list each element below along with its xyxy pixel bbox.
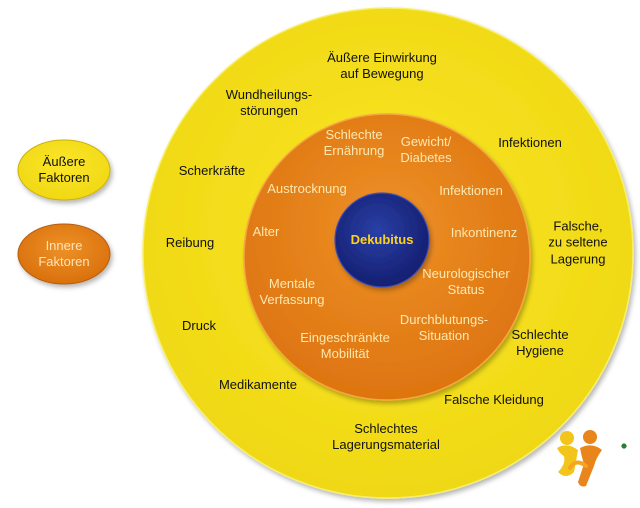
- outer-factor-lagerungsmaterial: Schlechtes Lagerungsmaterial: [332, 420, 440, 452]
- core-circle: [334, 192, 430, 288]
- outer-factor-infektionen: Infektionen: [498, 134, 562, 150]
- inner-factor-mobilitaet: Eingeschränkte Mobilität: [300, 329, 390, 361]
- legend-external-shape: [17, 139, 111, 201]
- legend-external-label: Äußere Faktoren: [38, 153, 90, 185]
- legend-internal-label: Innere Faktoren: [38, 237, 90, 269]
- outer-factor-hygiene: Schlechte Hygiene: [511, 326, 569, 358]
- people-logo-icon: [557, 430, 627, 487]
- inner-factor-alter: Alter: [252, 223, 280, 239]
- center-label-dekubitus: Dekubitus: [350, 231, 414, 247]
- inner-factor-gewicht-diabetes: Gewicht/ Diabetes: [400, 133, 452, 165]
- outer-factor-reibung: Reibung: [165, 234, 215, 250]
- inner-factor-ernaehrung: Schlechte Ernährung: [323, 126, 385, 158]
- outer-factor-scherkraefte: Scherkräfte: [178, 162, 246, 178]
- inner-factor-inkontinenz: Inkontinenz: [450, 224, 518, 240]
- legend-internal-shape: [17, 223, 111, 285]
- inner-factor-neurologischer-status: Neurologischer Status: [422, 265, 510, 297]
- inner-factor-infektionen: Infektionen: [439, 182, 503, 198]
- inner-factor-mentale-verfassung: Mentale Verfassung: [259, 275, 325, 307]
- outer-factor-medikamente: Medikamente: [218, 376, 298, 392]
- inner-factor-durchblutung: Durchblutungs- Situation: [399, 311, 489, 343]
- outer-factor-wundheilung: Wundheilungs- störungen: [225, 86, 313, 118]
- outer-factor-lagerung: Falsche, zu seltene Lagerung: [548, 218, 608, 267]
- outer-factor-einwirkung: Äußere Einwirkung auf Bewegung: [327, 49, 437, 81]
- outer-factor-druck: Druck: [182, 317, 216, 333]
- outer-factor-kleidung: Falsche Kleidung: [444, 391, 544, 407]
- inner-factor-austrocknung: Austrocknung: [267, 180, 347, 196]
